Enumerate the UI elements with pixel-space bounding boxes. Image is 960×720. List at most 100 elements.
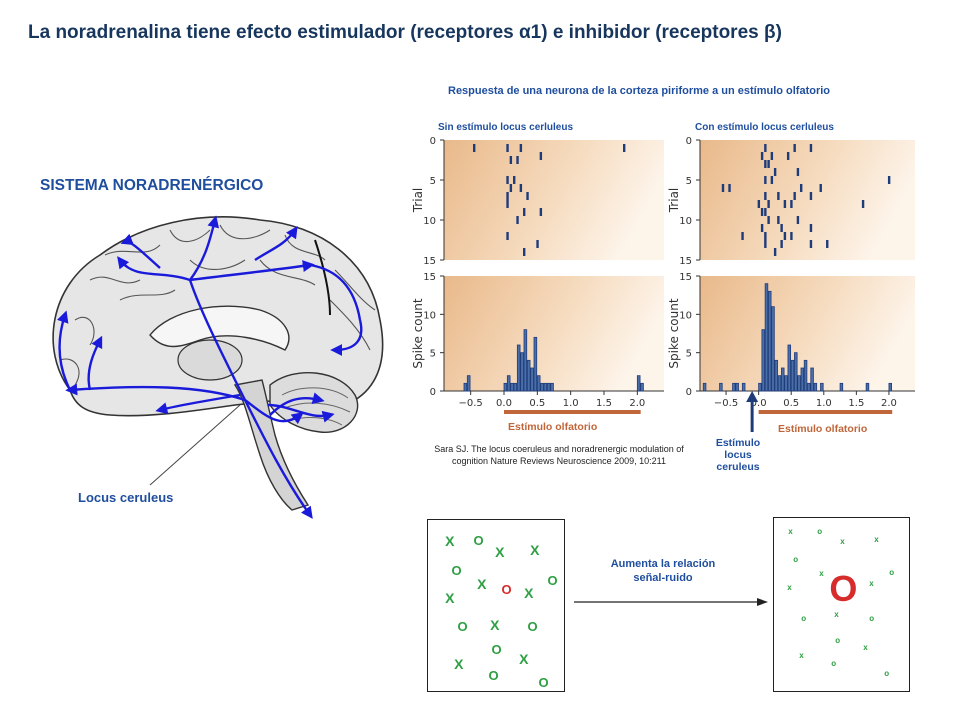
noise-o-symbol: O (451, 563, 462, 579)
histogram-bar (520, 352, 524, 392)
histogram-x-tick-label: −0.5 (459, 398, 483, 409)
signal-symbol: O (829, 568, 858, 610)
noise-x-symbol: X (490, 616, 500, 633)
histogram-bar (513, 382, 518, 392)
spike-mark (790, 200, 793, 208)
spike-mark (780, 240, 783, 248)
spike-mark (770, 176, 774, 184)
histogram-bar (543, 382, 548, 392)
signal-symbol: O (501, 582, 512, 598)
spike-mark (473, 144, 476, 152)
spike-mark (516, 156, 519, 164)
spike-mark (773, 168, 777, 176)
noise-o-symbol: O (547, 573, 558, 589)
spike-mark (809, 144, 813, 152)
raster-y-tick-label: 5 (686, 176, 692, 187)
spike-mark (780, 224, 783, 232)
histogram-bar (764, 283, 769, 392)
spike-mark (777, 192, 780, 200)
spike-mark (519, 184, 523, 192)
histogram-bar (771, 306, 775, 392)
spike-mark (523, 208, 526, 216)
histogram-bar (774, 359, 778, 392)
spike-mark (809, 240, 813, 248)
spike-mark (767, 160, 770, 168)
noise-o-symbol: O (491, 642, 502, 658)
spike-mark (764, 144, 767, 152)
spike-mark (793, 192, 796, 200)
noise-x-symbol: X (519, 650, 529, 667)
histogram-bar (540, 382, 544, 392)
spike-mark (764, 208, 767, 216)
histogram-bar (784, 375, 788, 392)
histogram-x-tick-label: 1.0 (816, 398, 832, 409)
histogram-x-tick-label: 0.5 (529, 398, 545, 409)
spike-mark (809, 224, 813, 232)
histogram-x-tick-label: 2.0 (629, 398, 645, 409)
histogram-bar (820, 382, 824, 392)
noise-x-symbol: x (819, 569, 824, 579)
histogram-bar (758, 382, 762, 392)
noise-x-symbol: x (863, 643, 868, 653)
histogram-y-tick-label: 5 (686, 349, 692, 360)
histogram-bar (803, 359, 808, 392)
noise-o-symbol: O (538, 675, 549, 691)
histogram-bar (735, 382, 739, 392)
noise-o-symbol: o (835, 636, 841, 646)
ratio-arrow (574, 598, 768, 606)
histogram-bar (550, 382, 554, 392)
corpus-callosum (149, 305, 290, 351)
histogram-bar (790, 359, 795, 392)
histogram-bar (800, 367, 805, 392)
histogram-background (444, 276, 664, 391)
raster-y-axis-title: Trial (411, 188, 425, 214)
noise-o-symbol: O (457, 619, 468, 635)
noise-o-symbol: O (488, 668, 499, 684)
olfactory-stimulus-bar (504, 410, 641, 414)
spike-mark (526, 192, 529, 200)
spike-mark (523, 248, 526, 256)
spike-mark (861, 200, 865, 208)
histogram-bar (761, 329, 765, 392)
spike-mark (770, 152, 774, 160)
spike-mark (793, 144, 796, 152)
spike-mark (767, 200, 770, 208)
raster-y-axis-title: Trial (667, 188, 681, 214)
noise-x-symbol: x (788, 527, 793, 537)
spike-mark (783, 232, 787, 240)
noise-x-symbol: x (834, 610, 839, 620)
raster-y-tick-label: 10 (679, 216, 692, 227)
histogram-bar (523, 329, 528, 392)
histogram-bar (794, 352, 798, 392)
spike-mark (506, 176, 509, 184)
histogram-bar (516, 344, 521, 392)
locus-stimulus-label: Estímulo locus ceruleus (715, 437, 761, 473)
noise-x-symbol: x (840, 537, 845, 547)
olfactory-stimulus-label-right: Estímulo olfatorio (778, 423, 868, 435)
spike-mark (539, 152, 543, 160)
histogram-bar (530, 367, 534, 392)
spike-mark (539, 208, 543, 216)
right-panel-header: Con estímulo locus cerluleus (695, 122, 834, 133)
spike-mark (506, 144, 509, 152)
spike-mark (536, 240, 539, 248)
histogram-bar (797, 375, 801, 392)
histogram-x-tick-label: 0.5 (783, 398, 799, 409)
histogram-bar (741, 382, 746, 392)
histogram-y-axis-title: Spike count (411, 298, 425, 368)
spike-mark (786, 152, 790, 160)
spike-mark (506, 232, 509, 240)
spike-mark (764, 192, 767, 200)
spike-mark (741, 232, 744, 240)
raster-background (444, 140, 664, 260)
spike-mark (796, 216, 800, 224)
left-panel-header: Sin estímulo locus cerluleus (438, 122, 574, 133)
spike-mark (623, 144, 626, 152)
histogram-bar (506, 375, 511, 392)
raster-y-tick-label: 0 (686, 136, 692, 147)
noise-o-symbol: o (831, 659, 837, 669)
brain-illustration (52, 215, 384, 519)
noise-x-symbol: x (874, 535, 879, 545)
histogram-bar (546, 382, 551, 392)
